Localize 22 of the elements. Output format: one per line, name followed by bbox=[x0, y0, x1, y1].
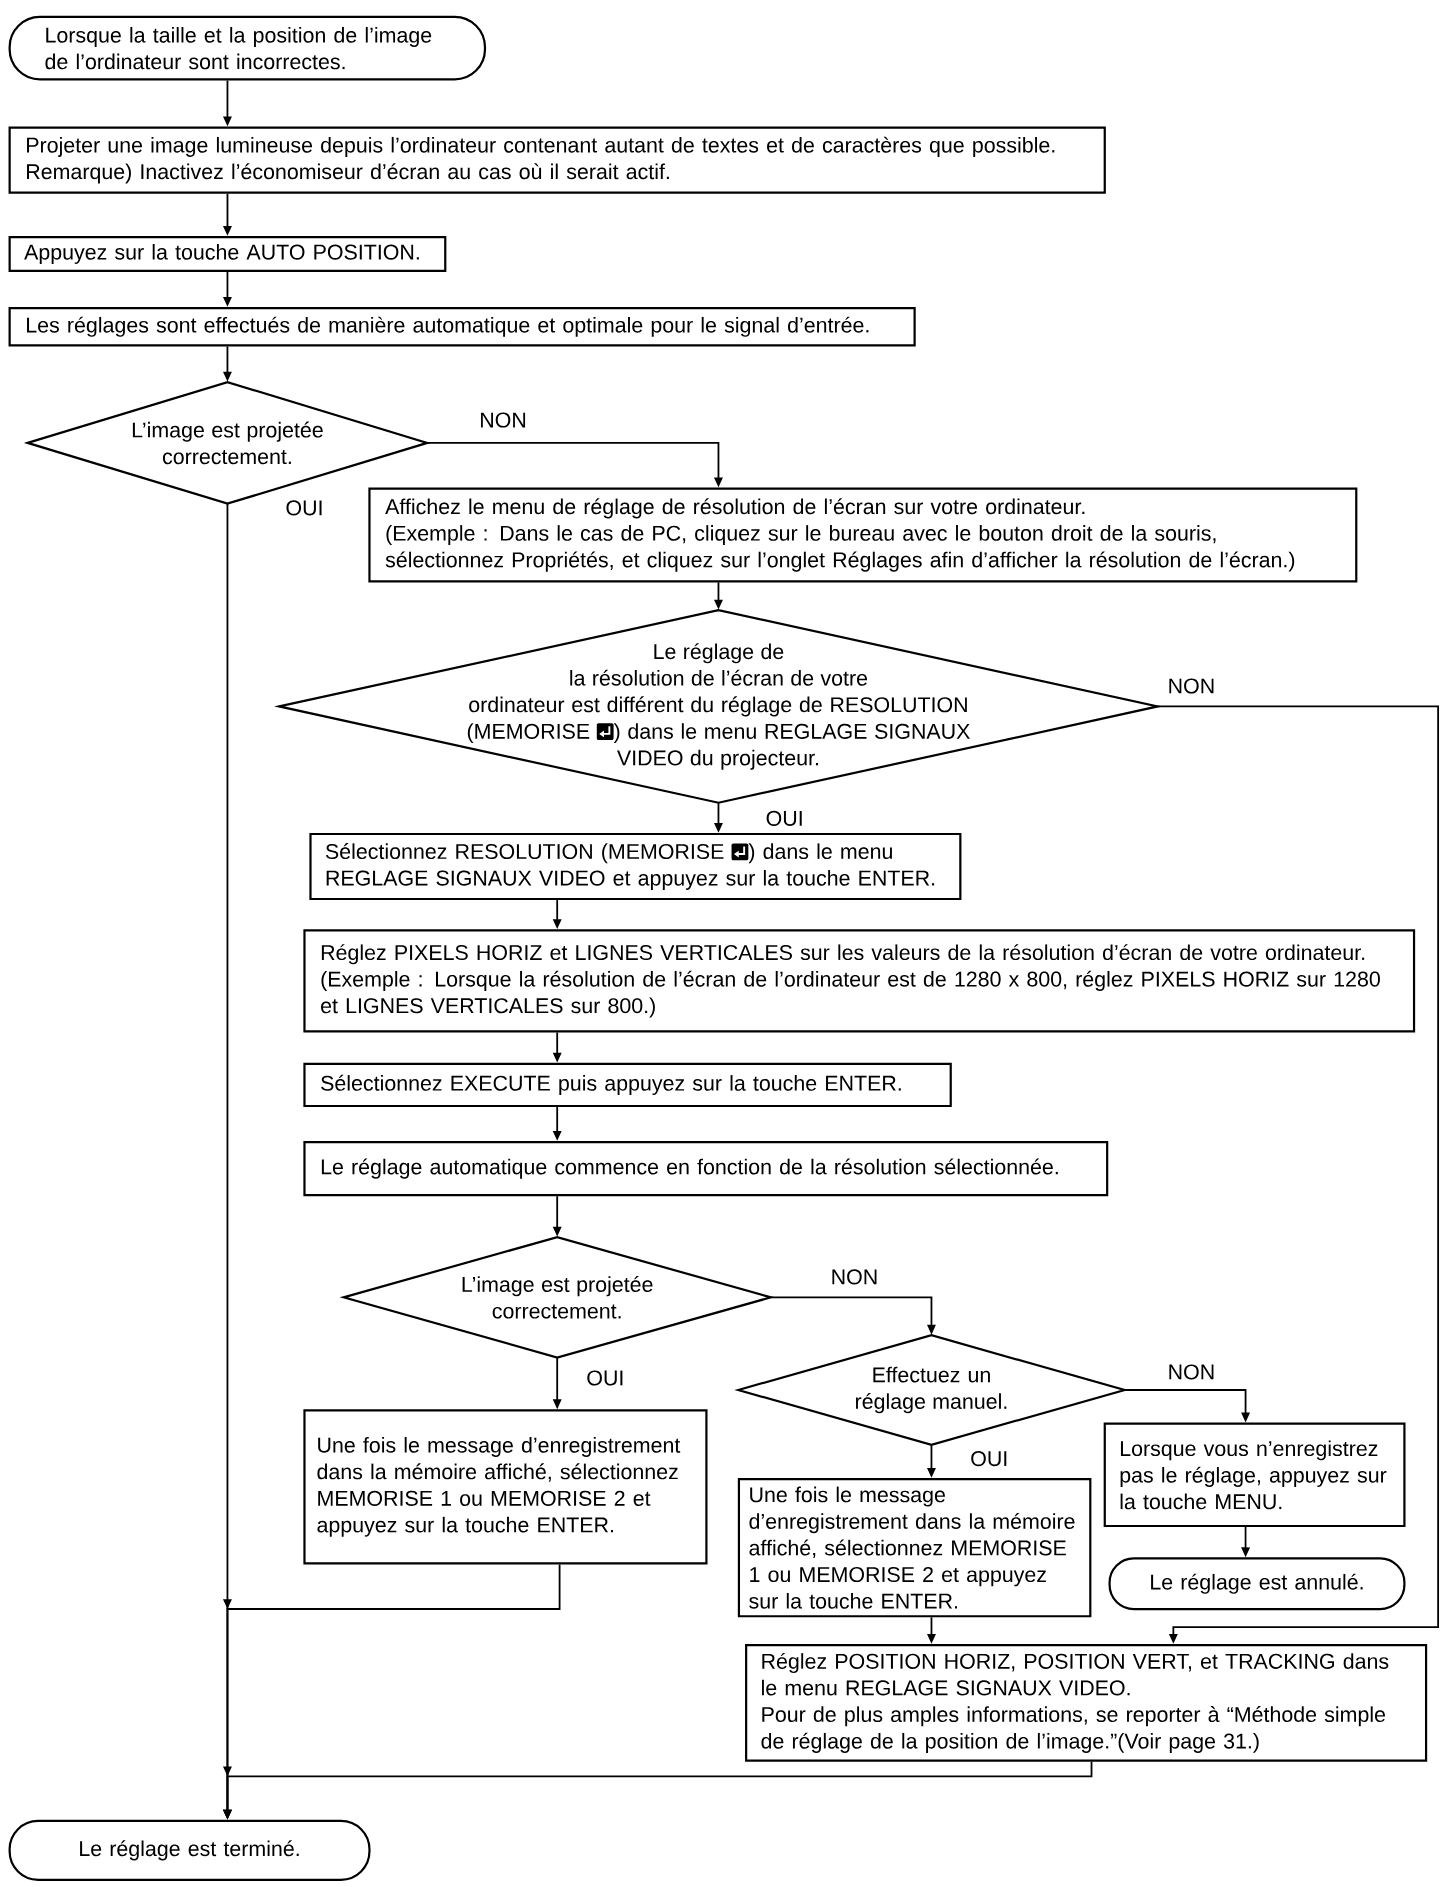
process-box: Sélectionnez EXECUTE puis appuyez sur la touche ENTER. bbox=[303, 1062, 952, 1108]
edge-label: OUI bbox=[584, 1368, 627, 1388]
edge-label: NON bbox=[1165, 676, 1218, 696]
process-box: Projeter une image lumineuse depuis l’ordinateur contenant autant de textes et de caractères que possible. Remarque) Inactivez l’économiseur d’écran au cas où il serait actif. bbox=[8, 126, 1106, 194]
edge-label: NON bbox=[828, 1267, 881, 1287]
process-box: Les réglages sont effectués de manière automatique et optimale pour le signal d’entrée. bbox=[8, 307, 916, 347]
process-box: Le réglage automatique commence en fonction de la résolution sélectionnée. bbox=[303, 1141, 1109, 1197]
terminal-box: Le réglage est annulé. bbox=[1108, 1557, 1406, 1611]
process-box: Réglez PIXELS HORIZ et LIGNES VERTICALES sur les valeurs de la résolution d’écran de votre ordinateur. (Exemple : Lorsque la résolution de l’écran de l’ordinateur est de 1280 x 800, réglez PIXELS HORIZ sur 1280 et LIGNES VERTICALES sur 800.) bbox=[303, 929, 1416, 1033]
edge-label: OUI bbox=[763, 808, 806, 828]
edge-label: OUI bbox=[968, 1449, 1011, 1469]
edge-label: NON bbox=[477, 410, 529, 430]
process-box: Une fois le message d’enregistrement dans la mémoire affiché, sélectionnez MEMORISE 1 ou MEMORISE 2 et appuyez sur la touche ENTER. bbox=[303, 1409, 708, 1565]
process-box: Une fois le message d’enregistrement dans la mémoire affiché, sélectionnez MEMORISE 1 ou MEMORISE 2 et appuyez sur la touche ENTER. bbox=[737, 1477, 1092, 1618]
terminal-box: Lorsque la taille et la position de l’image de l’ordinateur sont incorrectes. bbox=[8, 15, 487, 81]
edge-label: NON bbox=[1165, 1362, 1218, 1382]
process-box: Appuyez sur la touche AUTO POSITION. bbox=[8, 236, 447, 272]
process-box: Réglez POSITION HORIZ, POSITION VERT, et TRACKING dans le menu REGLAGE SIGNAUX VIDEO. Pour de plus amples informations, se reporter à “Méthode simple de réglage de la position de l’image.”(Voir page 31.) bbox=[745, 1644, 1428, 1762]
process-box: Affichez le menu de réglage de résolution de l’écran sur votre ordinateur. (Exemple : Dans le cas de PC, cliquez sur le bureau avec le bouton droit de la souris, sélectionnez Propriétés, et cliquez sur l’onglet Réglages afin d’afficher la résolution de l’écran.) bbox=[368, 487, 1358, 583]
terminal-box: Le réglage est terminé. bbox=[8, 1819, 371, 1881]
process-box: Lorsque vous n’enregistrez pas le réglage, appuyez sur la touche MENU. bbox=[1103, 1422, 1406, 1528]
process-box: Sélectionnez RESOLUTION (MEMORISE ) dans le menu REGLAGE SIGNAUX VIDEO et appuyez sur la touche ENTER. bbox=[309, 832, 962, 901]
